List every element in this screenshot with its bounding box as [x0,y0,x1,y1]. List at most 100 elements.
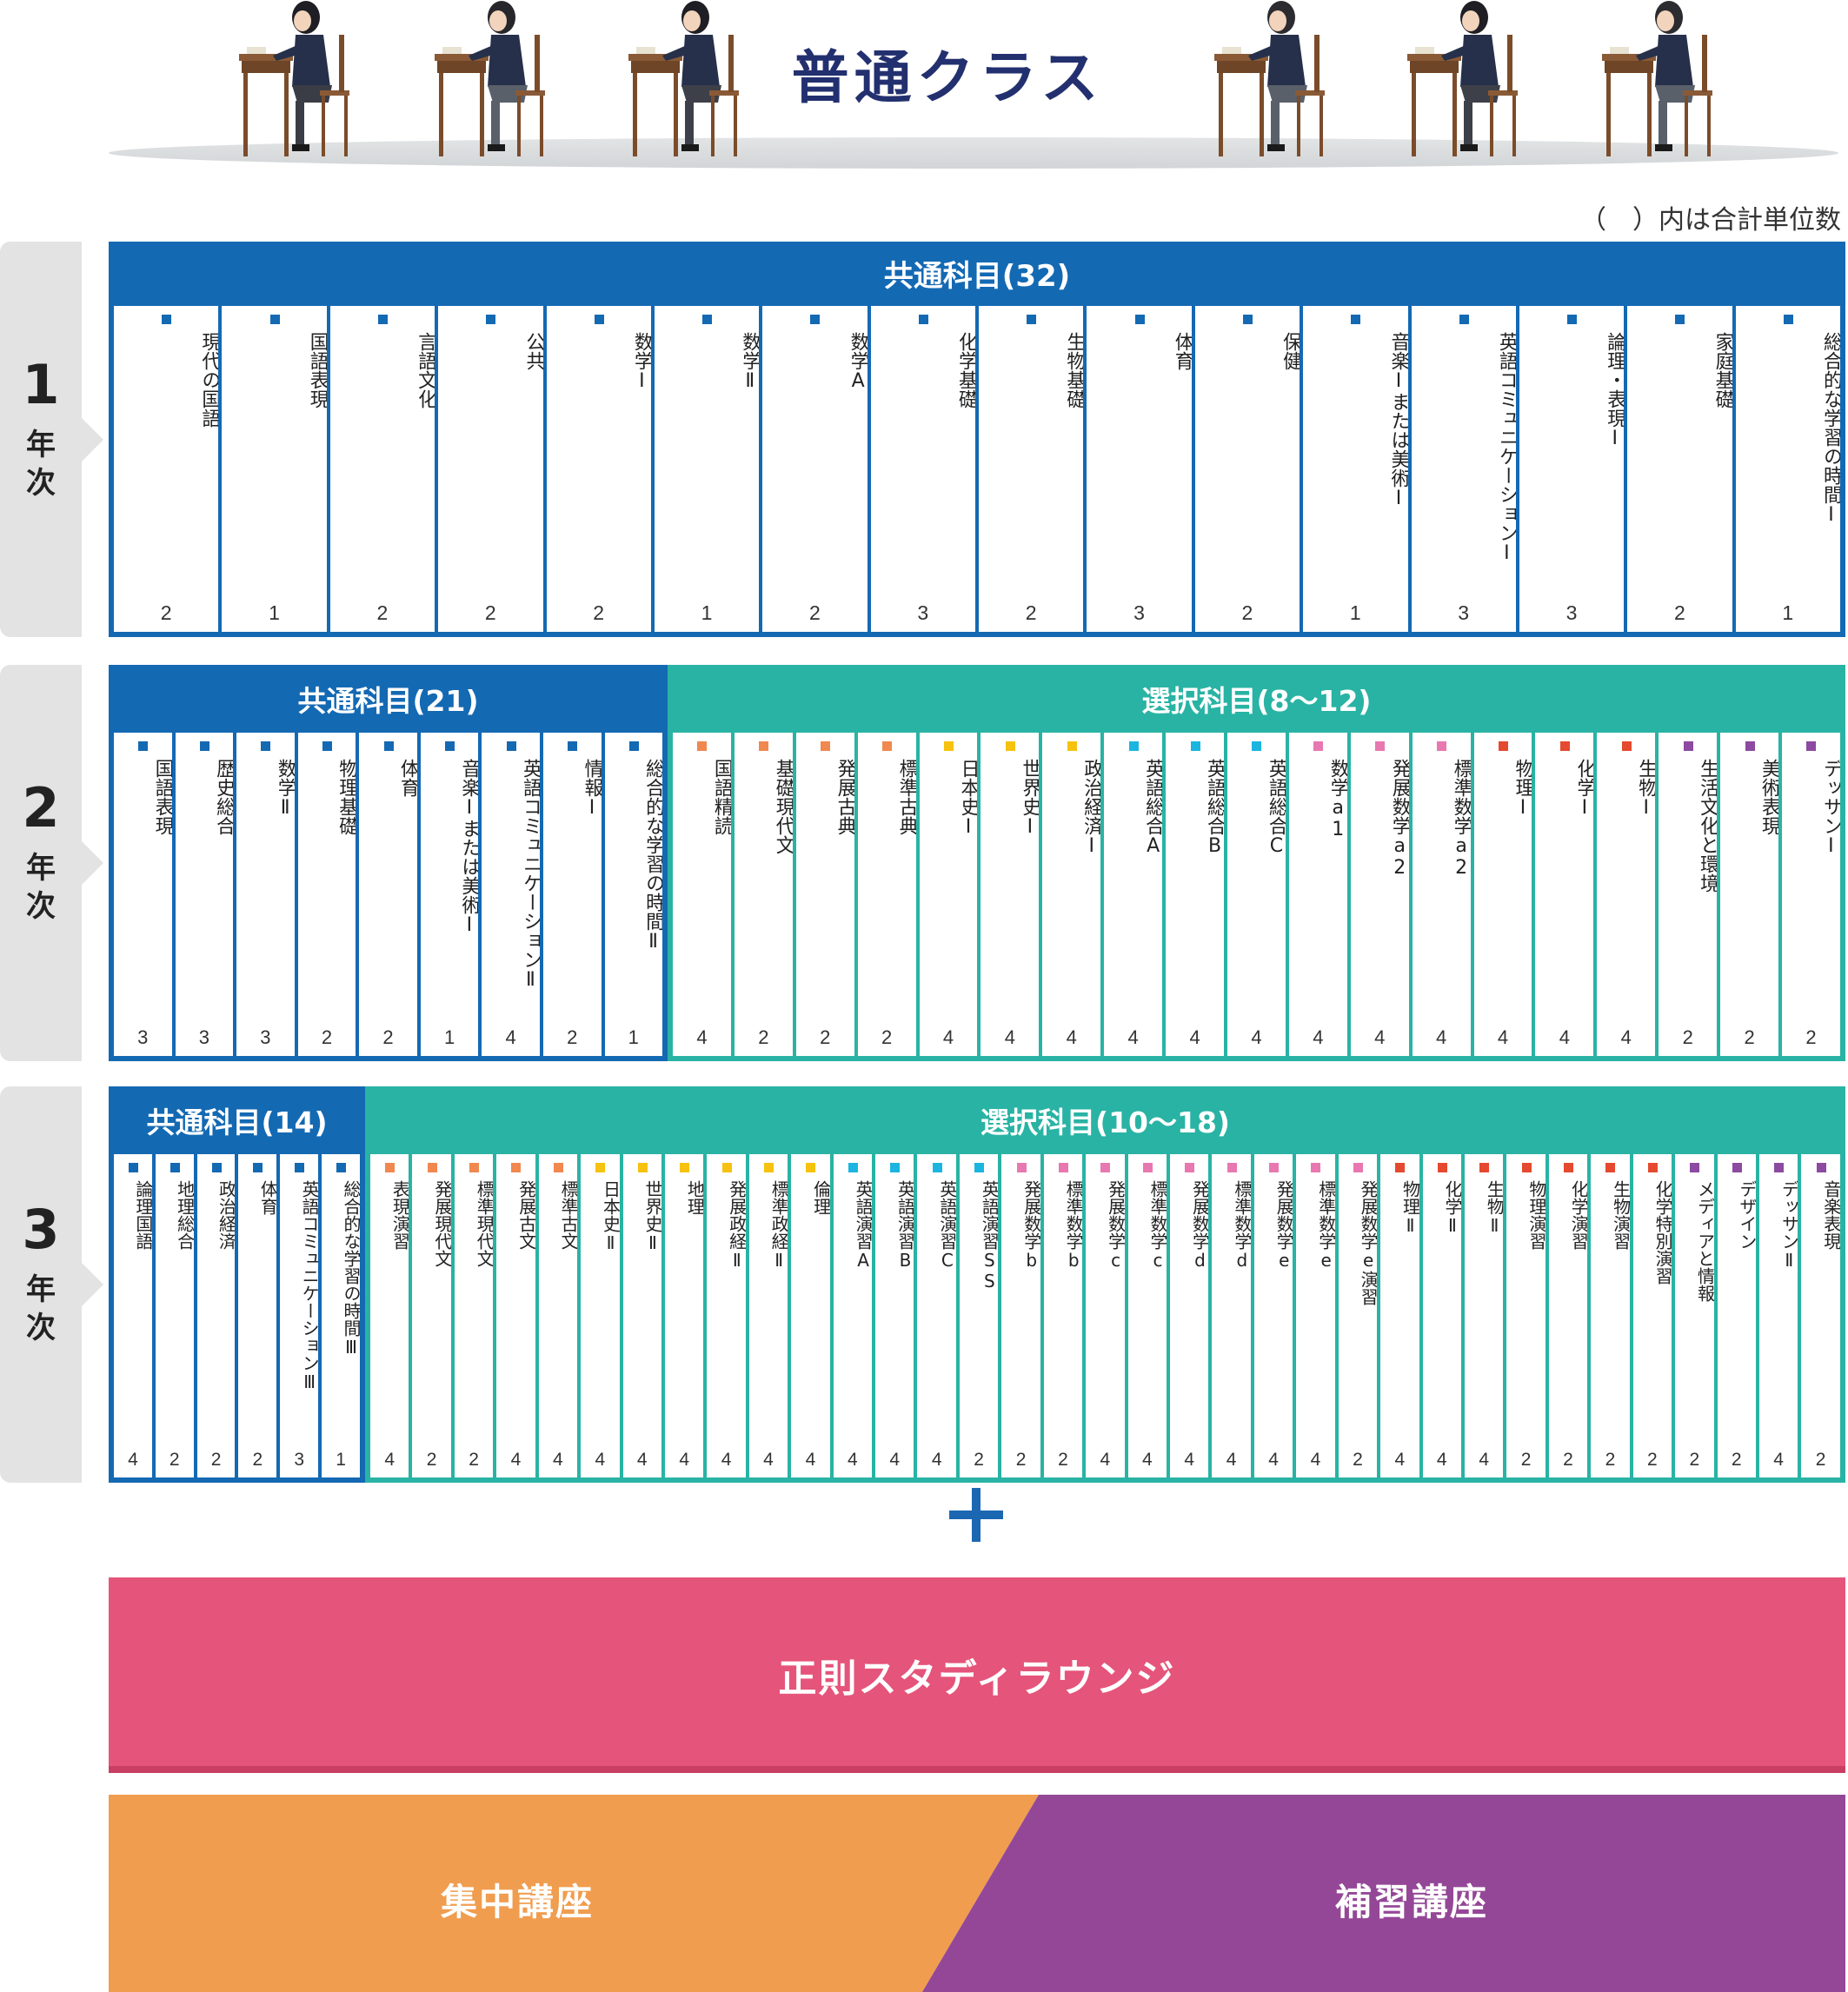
supplementary-course-label: 補習講座 [1334,1881,1488,1923]
subject-credits: 4 [128,1450,138,1470]
subject-credits: 2 [160,601,172,624]
subject-name: 標準政経Ⅱ [768,1180,788,1271]
subject-name: 歴史総合 [213,759,234,835]
subject-marker-icon [810,315,821,324]
subject-marker-icon [594,315,604,324]
subject-marker-icon [680,1163,690,1172]
arrow-right-icon [82,1263,103,1306]
hero-banner: 普通クラス [0,0,1848,174]
subject-marker-icon [1783,315,1793,324]
year-number: 1 [22,352,60,416]
arrow-right-icon [82,841,103,885]
subject-credits: 2 [567,1026,578,1048]
subject-marker-icon [1351,315,1361,324]
subject-credits: 4 [763,1450,774,1470]
subject-credits: 2 [1805,1026,1817,1048]
subject-name: 地理総合 [174,1180,194,1250]
subject-name: デザイン [1736,1180,1756,1250]
subject-marker-icon [1459,315,1469,324]
subject-marker-icon [377,315,388,324]
group-title: 共通科目(32) [883,259,1071,294]
subject-name: 総合的な学習の時間Ⅲ [340,1180,360,1358]
subject-name: 発展古文 [515,1180,535,1250]
subject-marker-icon [1559,741,1570,751]
subject-credits: 2 [593,601,605,624]
subject-credits: 4 [1436,1450,1447,1470]
subject-name: 英語演習SS [979,1180,999,1291]
subject-marker-icon [1437,1163,1447,1172]
subject-name: 発展数学d [1189,1180,1209,1271]
subject-marker-icon [697,741,708,751]
subject-credits: 4 [505,1026,516,1048]
subject-credits: 2 [1689,1450,1700,1470]
subject-credits: 4 [848,1450,858,1470]
study-lounge-label: 正則スタディラウンジ [778,1657,1176,1701]
subject-marker-icon [1005,741,1015,751]
subject-marker-icon [1479,1163,1490,1172]
subject-marker-icon [1185,1163,1195,1172]
subject-credits: 4 [679,1450,689,1470]
subject-credits: 2 [1731,1450,1742,1470]
subject-credits: 1 [1349,601,1361,624]
subject-name: 公共 [522,332,543,370]
subject-name: 数学Ⅰ [630,332,651,392]
subject-marker-icon [170,1163,180,1172]
subject-name: 音楽表現 [1820,1180,1840,1250]
page-title: 普通クラス [791,44,1104,111]
subject-marker-icon [1313,741,1324,751]
subject-marker-icon [269,315,280,324]
subject-name: 標準古典 [895,759,916,835]
subject-name: 発展古典 [834,759,854,835]
subject-credits: 4 [1559,1026,1571,1048]
subject-name: 保健 [1280,332,1300,370]
subject-name: 音楽Ⅰまたは美術Ⅰ [458,759,479,936]
subject-name: 生物基礎 [1063,332,1084,408]
subject-marker-icon [1269,1163,1280,1172]
subject-name: 英語総合C [1265,759,1286,857]
floor-shadow [109,137,1838,169]
subject-credits: 4 [553,1450,563,1470]
subject-name: 発展数学b [1020,1180,1040,1271]
subject-marker-icon [1100,1163,1111,1172]
subject-marker-icon [336,1163,347,1172]
subject-credits: 3 [137,1026,149,1048]
subject-name: 標準数学d [1231,1180,1251,1271]
subject-name: 標準数学e [1315,1180,1335,1271]
subject-credits: 2 [426,1450,437,1470]
subject-credits: 2 [1647,1450,1658,1470]
subject-name: 現代の国語 [198,332,219,428]
year-suffix-2: 次 [26,465,56,501]
subject-marker-icon [1142,1163,1153,1172]
subject-name: 標準数学a2 [1450,759,1471,879]
subject-marker-icon [1621,741,1632,751]
subject-marker-icon [1806,741,1817,751]
subject-name: 体育 [257,1180,277,1215]
subject-name: 世界史Ⅰ [1019,759,1040,838]
subject-marker-icon [128,1163,138,1172]
subject-credits: 2 [1520,1450,1532,1470]
subject-marker-icon [1027,315,1037,324]
subject-credits: 4 [696,1026,708,1048]
group-title: 選択科目(8〜12) [1141,684,1372,718]
